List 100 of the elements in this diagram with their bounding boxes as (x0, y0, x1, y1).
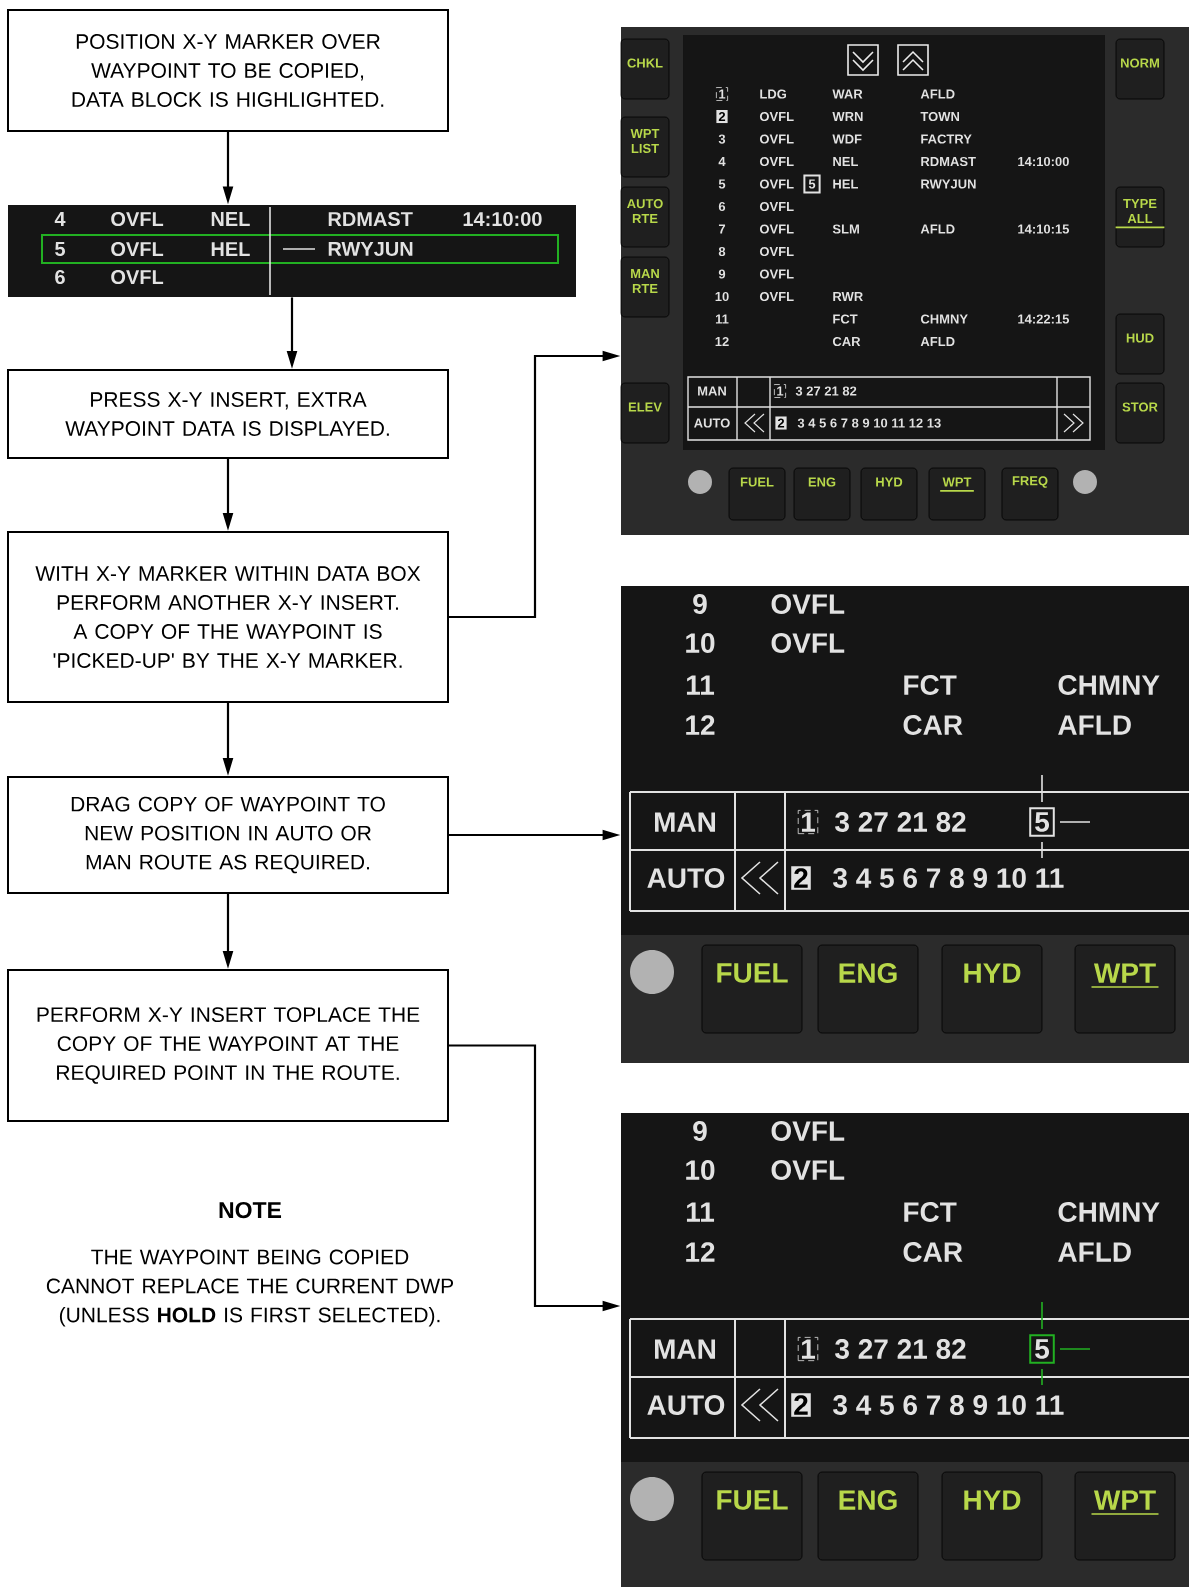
process-box: DRAG COPY OF WAYPOINT TO NEW POSITION IN AUTO OR MAN ROUTE AS REQUIRED. (7, 776, 449, 894)
screen-label: NEL (211, 212, 250, 226)
screen-label: FCT (833, 314, 858, 324)
screen-label: 4 (54, 212, 66, 226)
screen-label: OVFL (771, 594, 845, 614)
screen-label: 2 (791, 866, 811, 890)
screen-label: NEL (833, 157, 858, 166)
screen-label: 6 (718, 201, 726, 212)
menu-button: WPT (1074, 1471, 1176, 1561)
screen-label: 3 4 5 6 7 8 9 10 11 12 13 (797, 418, 941, 428)
screen-label: 12 (715, 337, 729, 347)
softkey: AUTO RTE (620, 186, 670, 248)
screen-label: OVFL (759, 156, 794, 167)
screen-label: AUTO (694, 418, 730, 428)
screen-label: FCT (904, 675, 957, 695)
softkey: CHKL (620, 38, 670, 100)
process-box: POSITION X-Y MARKER OVER WAYPOINT TO BE COPIED, DATA BLOCK IS HIGHLIGHTED. (7, 9, 449, 132)
screen-label: 5 (55, 242, 65, 256)
screen-label: MAN (655, 812, 715, 832)
screen-label: 1 (716, 87, 728, 101)
screen-label: AUTO (647, 1395, 725, 1415)
screen-label: CAR (903, 715, 963, 735)
menu-button: HYD (941, 944, 1043, 1034)
menu-button: WPT (928, 467, 986, 521)
screen-label: OVFL (759, 224, 794, 234)
screen-label: AUTO (647, 868, 725, 888)
screen-label: 4 (718, 157, 726, 166)
screen-label: 8 (718, 246, 726, 257)
screen-label: HEL (211, 242, 250, 256)
screen-label: 3 27 21 82 (795, 386, 857, 396)
menu-button: FUEL (701, 1471, 803, 1561)
screen-label: 12 (686, 715, 715, 735)
screen-label: OVFL (111, 269, 164, 285)
screen-label: 14:10:00 (1018, 156, 1069, 167)
screen-label: 3 4 5 6 7 8 9 10 11 (833, 868, 1064, 888)
screen-label: CAR (903, 1242, 963, 1262)
menu-button: ENG (793, 467, 851, 521)
screen-label: WRN (832, 112, 863, 121)
screen-label: 2 (775, 416, 787, 430)
screen-label: 6 (55, 269, 65, 285)
screen-label: RWYJUN (328, 242, 413, 256)
softkey: WPT LIST (620, 116, 670, 178)
softkey: TYPE ALL (1114, 186, 1166, 248)
screen-label: WDF (832, 134, 862, 144)
note-text: THE WAYPOINT BEING COPIED CANNOT REPLACE THE CURRENT DWP (UNLESS HOLD IS FIRST SELECTED). (46, 1249, 454, 1327)
screen-label: RDMAST (921, 156, 976, 167)
menu-button: FUEL (701, 944, 803, 1034)
screen-label: OVFL (771, 633, 845, 653)
screen-label: AFLD (1058, 715, 1131, 735)
screen-label: CHMNY (1058, 675, 1160, 695)
screen-label: 14:22:15 (1018, 314, 1070, 324)
screen-label: OVFL (759, 269, 794, 279)
screen-label: FCT (904, 1202, 957, 1222)
screen-label: RWYJUN (921, 179, 976, 189)
menu-button: FREQ (1001, 467, 1059, 521)
screen-label: OVFL (111, 211, 164, 227)
screen-label: 3 (718, 134, 726, 144)
screen-label: RDMAST (328, 211, 413, 227)
screen-label: 7 (718, 224, 726, 234)
menu-button: ENG (817, 944, 919, 1034)
screen-label: 2 (791, 1393, 811, 1417)
screen-label: 9 (718, 269, 726, 279)
screen-label: 3 27 21 82 (835, 1339, 966, 1359)
screen-label: CAR (832, 336, 861, 347)
screen-label: FACTRY (921, 134, 972, 144)
menu-button: HYD (941, 1471, 1043, 1561)
screen-label: OVFL (759, 134, 794, 144)
screen-label: 3 4 5 6 7 8 9 10 11 (833, 1395, 1064, 1415)
screen-label: OVFL (759, 201, 794, 212)
menu-button: ENG (817, 1471, 919, 1561)
softkey: NORM (1115, 38, 1165, 100)
screen-label: 10 (686, 633, 715, 653)
screen-label: MAN (698, 386, 726, 396)
screen-label: AFLD (920, 89, 955, 99)
process-box: PERFORM X-Y INSERT TOPLACE THE COPY OF THE WAYPOINT AT THE REQUIRED POINT IN THE ROUTE. (7, 969, 449, 1122)
screen-label: MAN (655, 1339, 715, 1359)
screen-label: 2 (716, 110, 728, 124)
screen-label: 10 (715, 291, 729, 302)
screen-label: WAR (832, 89, 863, 99)
process-box: PRESS X-Y INSERT, EXTRA WAYPOINT DATA IS DISPLAYED. (7, 369, 449, 459)
screen-label: OVFL (759, 111, 794, 122)
menu-button: HYD (860, 467, 918, 521)
screen-label: 14:10:15 (1018, 224, 1070, 234)
screen-label: OVFL (771, 1160, 845, 1180)
screen-label: AFLD (920, 224, 955, 234)
screen-label: 3 27 21 82 (835, 812, 966, 832)
screen-label: TOWN (920, 111, 959, 122)
screen-label: 11 (715, 314, 729, 324)
screen-label: OVFL (759, 291, 794, 302)
screen-label: OVFL (111, 241, 164, 257)
note-heading: NOTE (219, 1201, 282, 1219)
softkey: HUD (1115, 313, 1165, 375)
screen-label: 10 (686, 1160, 715, 1180)
screen-label: RWR (833, 292, 863, 301)
screen-label: 11 (686, 675, 715, 695)
screen-label: 1 (774, 384, 786, 398)
screen-label: CHMNY (920, 314, 968, 324)
softkey: MAN RTE (620, 256, 670, 318)
screen-label: 1 (797, 1337, 819, 1362)
process-box: WITH X-Y MARKER WITHIN DATA BOX PERFORM ANOTHER X-Y INSERT. A COPY OF THE WAYPOINT IS 'PICKED-UP' BY THE X-Y MARKER. (7, 531, 449, 703)
